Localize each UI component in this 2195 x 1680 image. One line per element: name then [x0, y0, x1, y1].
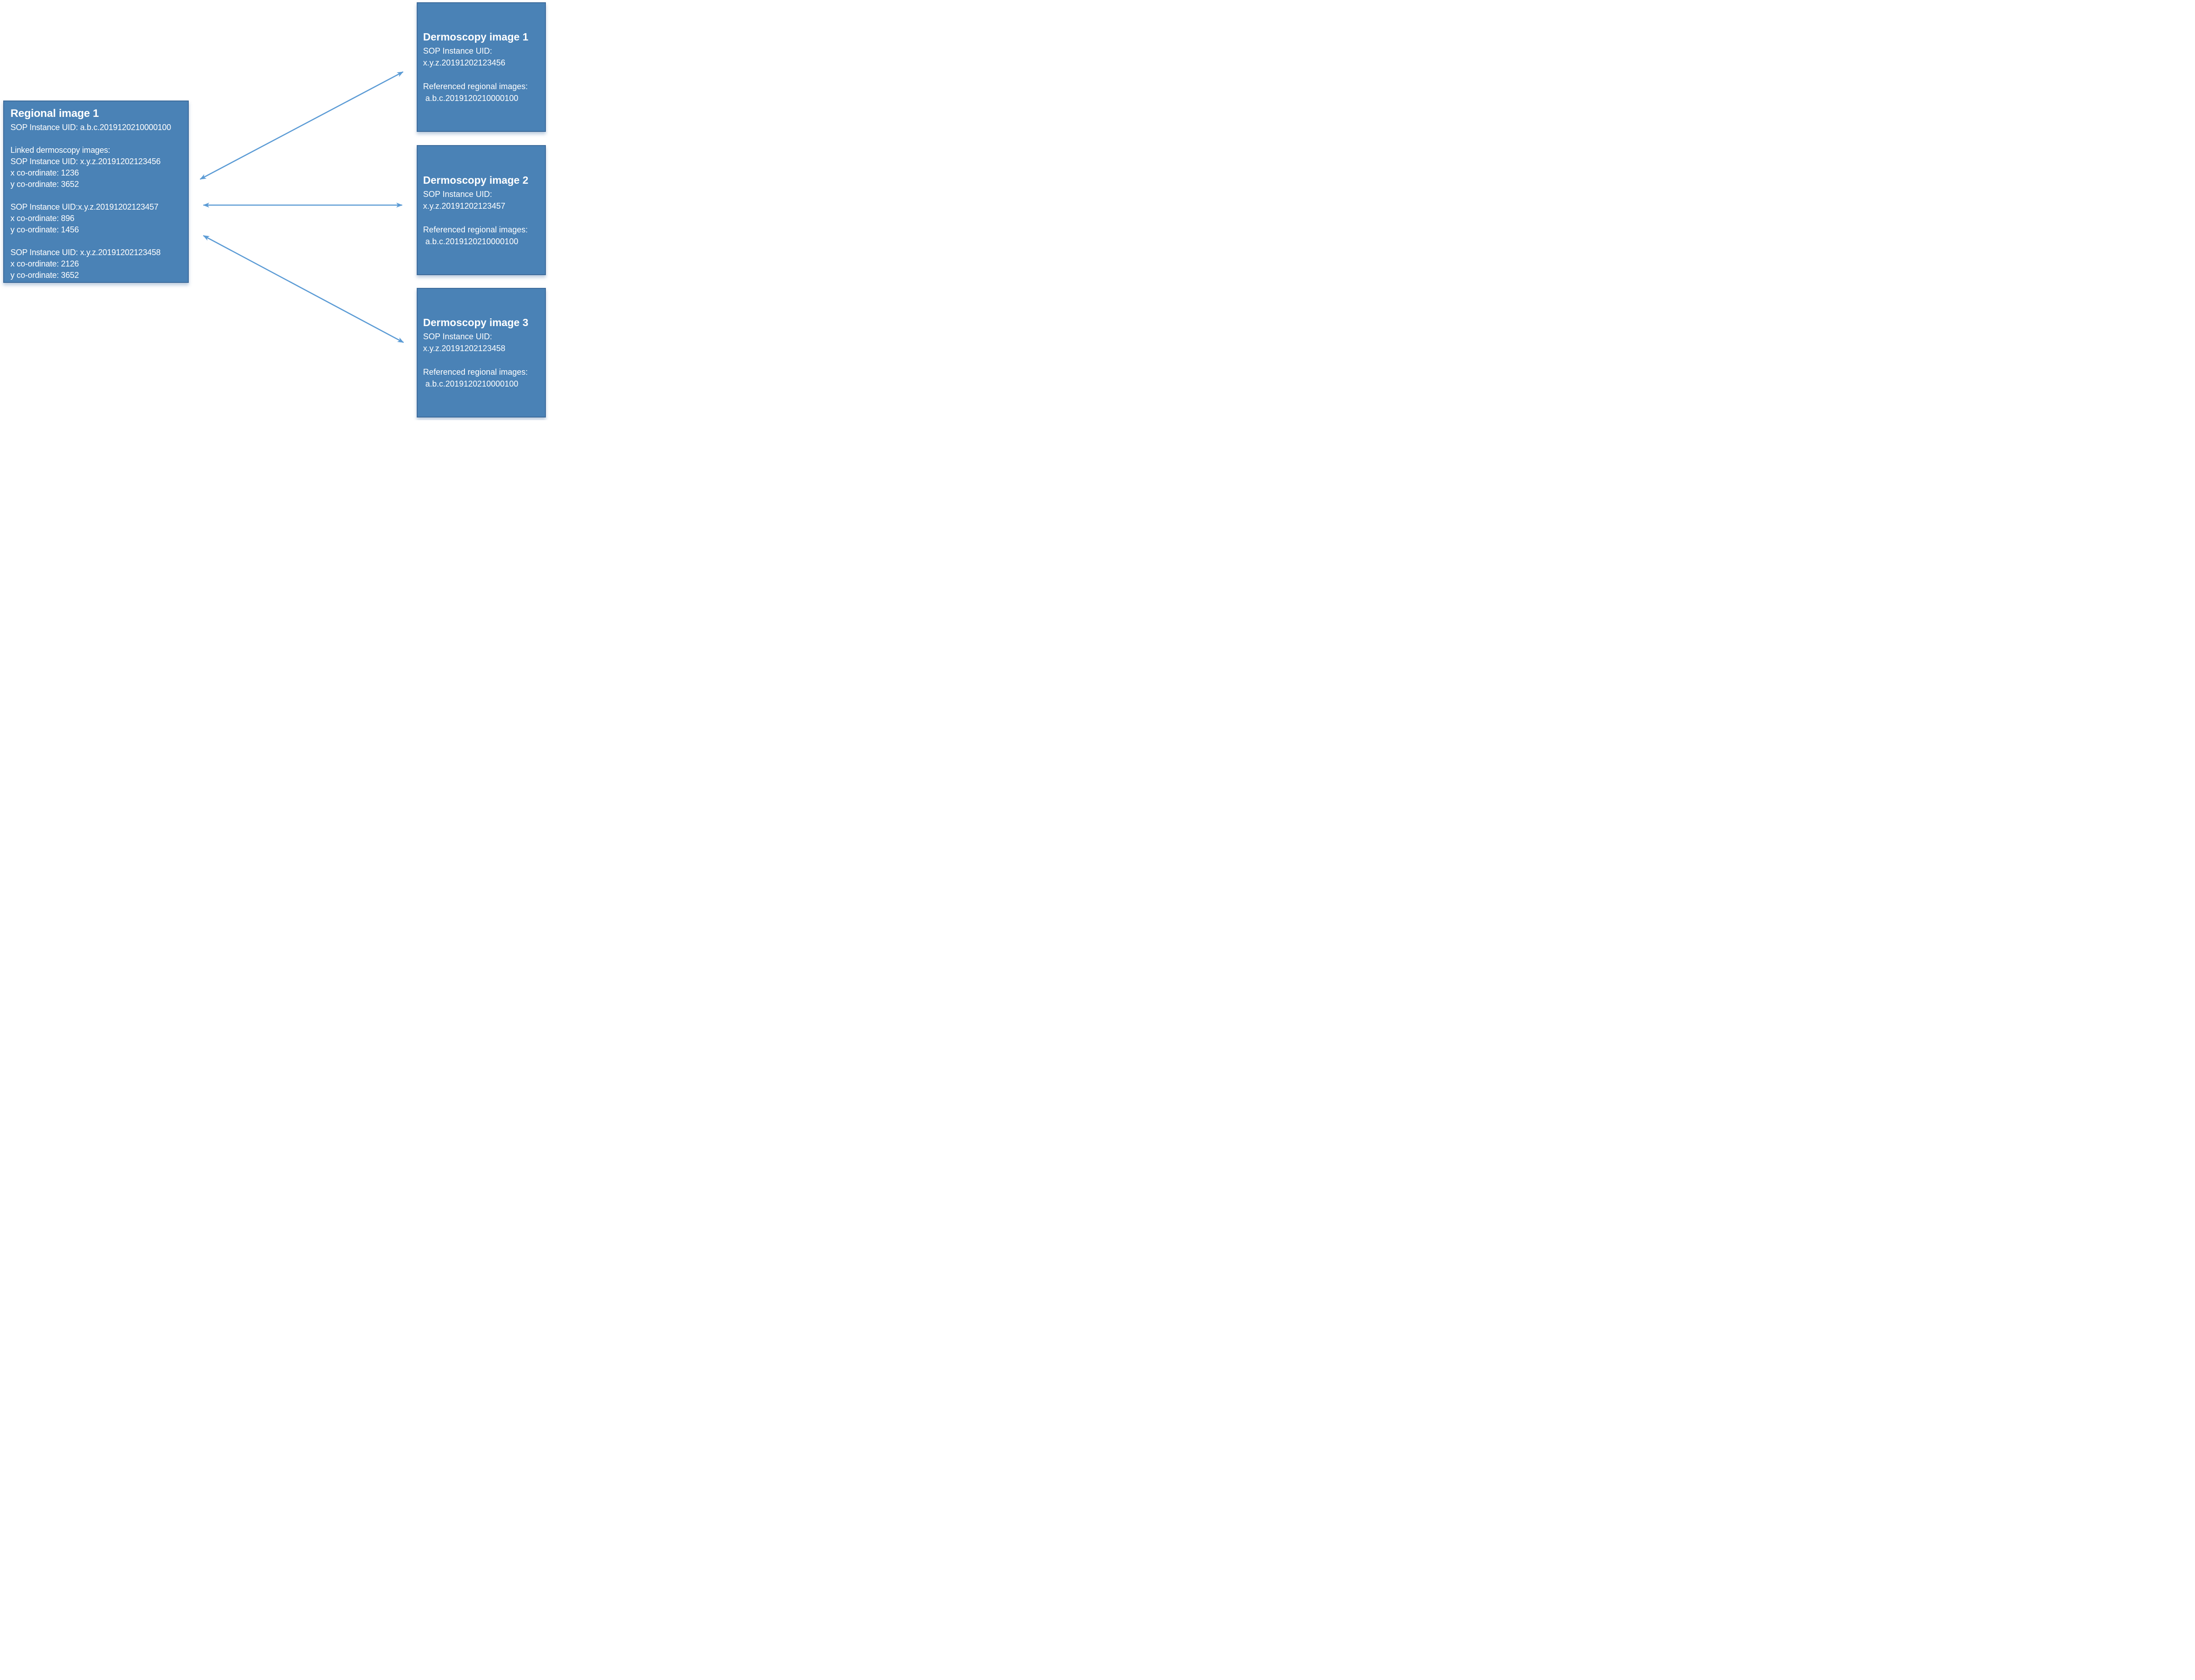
sop-uid-label: SOP Instance UID: — [423, 189, 492, 199]
referenced-images-label: Referenced regional images: — [423, 82, 528, 91]
sop-uid-label: SOP Instance UID: — [423, 46, 492, 55]
linked-y-coordinate: y co-ordinate: 3652 — [10, 271, 79, 280]
referenced-image-uid: a.b.c.2019120210000100 — [423, 379, 519, 388]
linked-sop-uid: SOP Instance UID: x.y.z.20191202123458 — [10, 248, 161, 257]
regional-image-box: Regional image 1 SOP Instance UID: a.b.c… — [3, 101, 189, 283]
linked-sop-uid: SOP Instance UID: x.y.z.20191202123456 — [10, 157, 161, 166]
linked-x-coordinate: x co-ordinate: 1236 — [10, 168, 79, 177]
link-arrow-dermoscopy-3 — [203, 235, 404, 343]
dermoscopy-image-box-3: Dermoscopy image 3 SOP Instance UID: x.y… — [417, 288, 546, 417]
linked-x-coordinate: x co-ordinate: 896 — [10, 214, 75, 223]
referenced-image-uid: a.b.c.2019120210000100 — [423, 236, 519, 246]
sop-uid-value: x.y.z.20191202123457 — [423, 201, 505, 211]
regional-sop-uid: SOP Instance UID: a.b.c.2019120210000100 — [10, 123, 171, 132]
regional-box-title: Regional image 1 — [10, 107, 99, 120]
spacer — [423, 212, 540, 224]
dermoscopy-image-box-1: Dermoscopy image 1 SOP Instance UID: x.y… — [417, 2, 546, 132]
referenced-images-label: Referenced regional images: — [423, 367, 528, 377]
dermoscopy-box-title: Dermoscopy image 2 — [423, 174, 529, 186]
linked-y-coordinate: y co-ordinate: 3652 — [10, 180, 79, 189]
spacer — [423, 69, 540, 80]
linked-y-coordinate: y co-ordinate: 1456 — [10, 225, 79, 234]
dermoscopy-image-box-2: Dermoscopy image 2 SOP Instance UID: x.y… — [417, 145, 546, 275]
sop-uid-value: x.y.z.20191202123458 — [423, 344, 505, 353]
sop-uid-label: SOP Instance UID: — [423, 332, 492, 341]
linked-image-entry: SOP Instance UID:x.y.z.20191202123457 x … — [10, 201, 182, 236]
referenced-images-label: Referenced regional images: — [423, 225, 528, 234]
dermoscopy-box-title: Dermoscopy image 1 — [423, 31, 529, 43]
linked-x-coordinate: x co-ordinate: 2126 — [10, 259, 79, 268]
spacer — [10, 236, 182, 247]
linked-sop-uid: SOP Instance UID:x.y.z.20191202123457 — [10, 202, 159, 211]
spacer — [10, 190, 182, 201]
referenced-image-uid: a.b.c.2019120210000100 — [423, 94, 519, 103]
linked-image-entry: SOP Instance UID: x.y.z.20191202123456 x… — [10, 156, 182, 190]
linked-images-header: Linked dermoscopy images: — [10, 146, 111, 155]
diagram-canvas: Regional image 1 SOP Instance UID: a.b.c… — [0, 0, 549, 420]
spacer — [10, 133, 182, 145]
dermoscopy-box-title: Dermoscopy image 3 — [423, 317, 529, 328]
spacer — [423, 354, 540, 366]
sop-uid-value: x.y.z.20191202123456 — [423, 58, 505, 67]
link-arrow-dermoscopy-1 — [200, 71, 404, 180]
linked-image-entry: SOP Instance UID: x.y.z.20191202123458 x… — [10, 247, 182, 281]
